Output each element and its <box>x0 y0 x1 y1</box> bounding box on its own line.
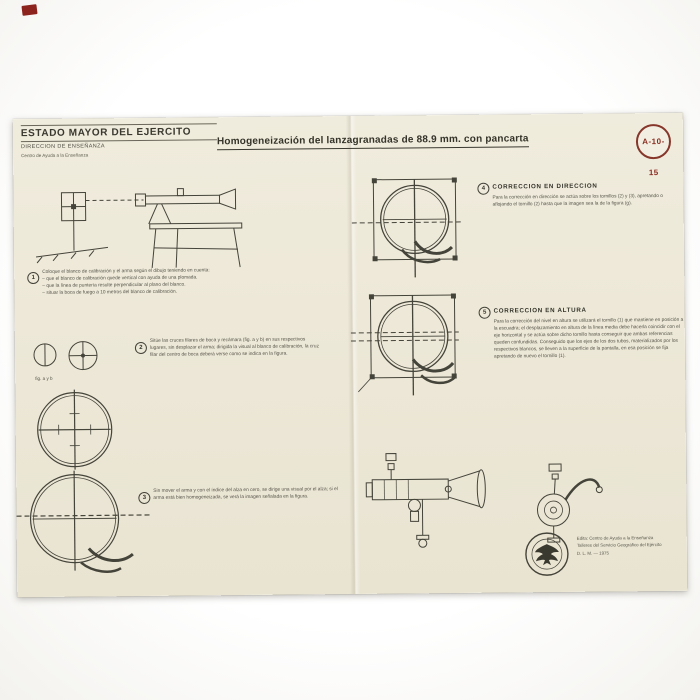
muzzle-reticle-diagram <box>37 389 113 470</box>
line-of-sight <box>85 199 144 202</box>
step-2-text: Sitúe las cruces filares de boca y recám… <box>149 337 319 358</box>
page-title: Homogeneización del lanzagranadas de 88.… <box>216 133 529 151</box>
step-5-text: Para la corrección del nivel en altura s… <box>493 317 684 360</box>
banner-curve-2 <box>420 374 457 385</box>
step-2-number: 2 <box>134 341 147 355</box>
sight-bracket-detail-drawing <box>536 463 603 543</box>
grenade-launcher-side <box>134 188 237 225</box>
official-seal <box>525 532 569 576</box>
step-3-text: Sin mover el arma y con el índice del al… <box>153 487 338 501</box>
document-sheet: ESTADO MAYOR DEL EJERCITO DIRECCION DE E… <box>12 112 688 598</box>
support-table <box>149 222 243 268</box>
imprint-block: Edita: Centro de Ayuda a la Enseñanza Ta… <box>577 534 687 558</box>
document-header: ESTADO MAYOR DEL EJERCITO DIRECCION DE E… <box>20 123 221 159</box>
red-corner-mark <box>21 4 38 16</box>
step-1-number: 1 <box>27 271 40 285</box>
subdepartment-title: Centro de Ayuda a la Enseñanza <box>21 152 89 159</box>
step-3-number: 3 <box>138 491 151 505</box>
framed-sight-diagram-direction <box>351 177 462 278</box>
banner-curve-2 <box>400 248 441 264</box>
launcher-mechanism-drawing <box>365 453 486 548</box>
org-title: ESTADO MAYOR DEL EJERCITO <box>20 126 192 140</box>
reticle-figures-a-b <box>33 341 98 371</box>
sight-picture-with-banner-diagram <box>16 470 150 573</box>
banner-curve-2 <box>80 561 122 573</box>
calibration-target <box>35 192 109 264</box>
step-4-number: 4 <box>477 182 490 195</box>
department-title: DIRECCION DE ENSEÑANZA <box>20 143 105 151</box>
imprint-line: D. L. M. — 1975 <box>576 550 609 556</box>
eagle-emblem <box>534 544 559 566</box>
reference-badge: A-10-15 <box>635 123 672 177</box>
step-1-text: Coloque el blanco de calibración y el ar… <box>42 268 210 296</box>
step-5-heading: CORRECCION EN ALTURA <box>493 306 587 315</box>
banner-curve-1 <box>411 358 455 373</box>
framed-sight-diagram-elevation <box>350 293 459 396</box>
step-4-text: Para la corrección en dirección se actúa… <box>492 193 663 208</box>
boresight-setup-diagram <box>35 188 243 268</box>
banner-curve-1 <box>413 240 454 255</box>
step-4-heading: CORRECCION EN DIRECCION <box>492 182 598 191</box>
banner-curve-1 <box>87 547 134 562</box>
fig-label: fig. a y b <box>35 375 53 382</box>
step-5-number: 5 <box>478 306 491 319</box>
